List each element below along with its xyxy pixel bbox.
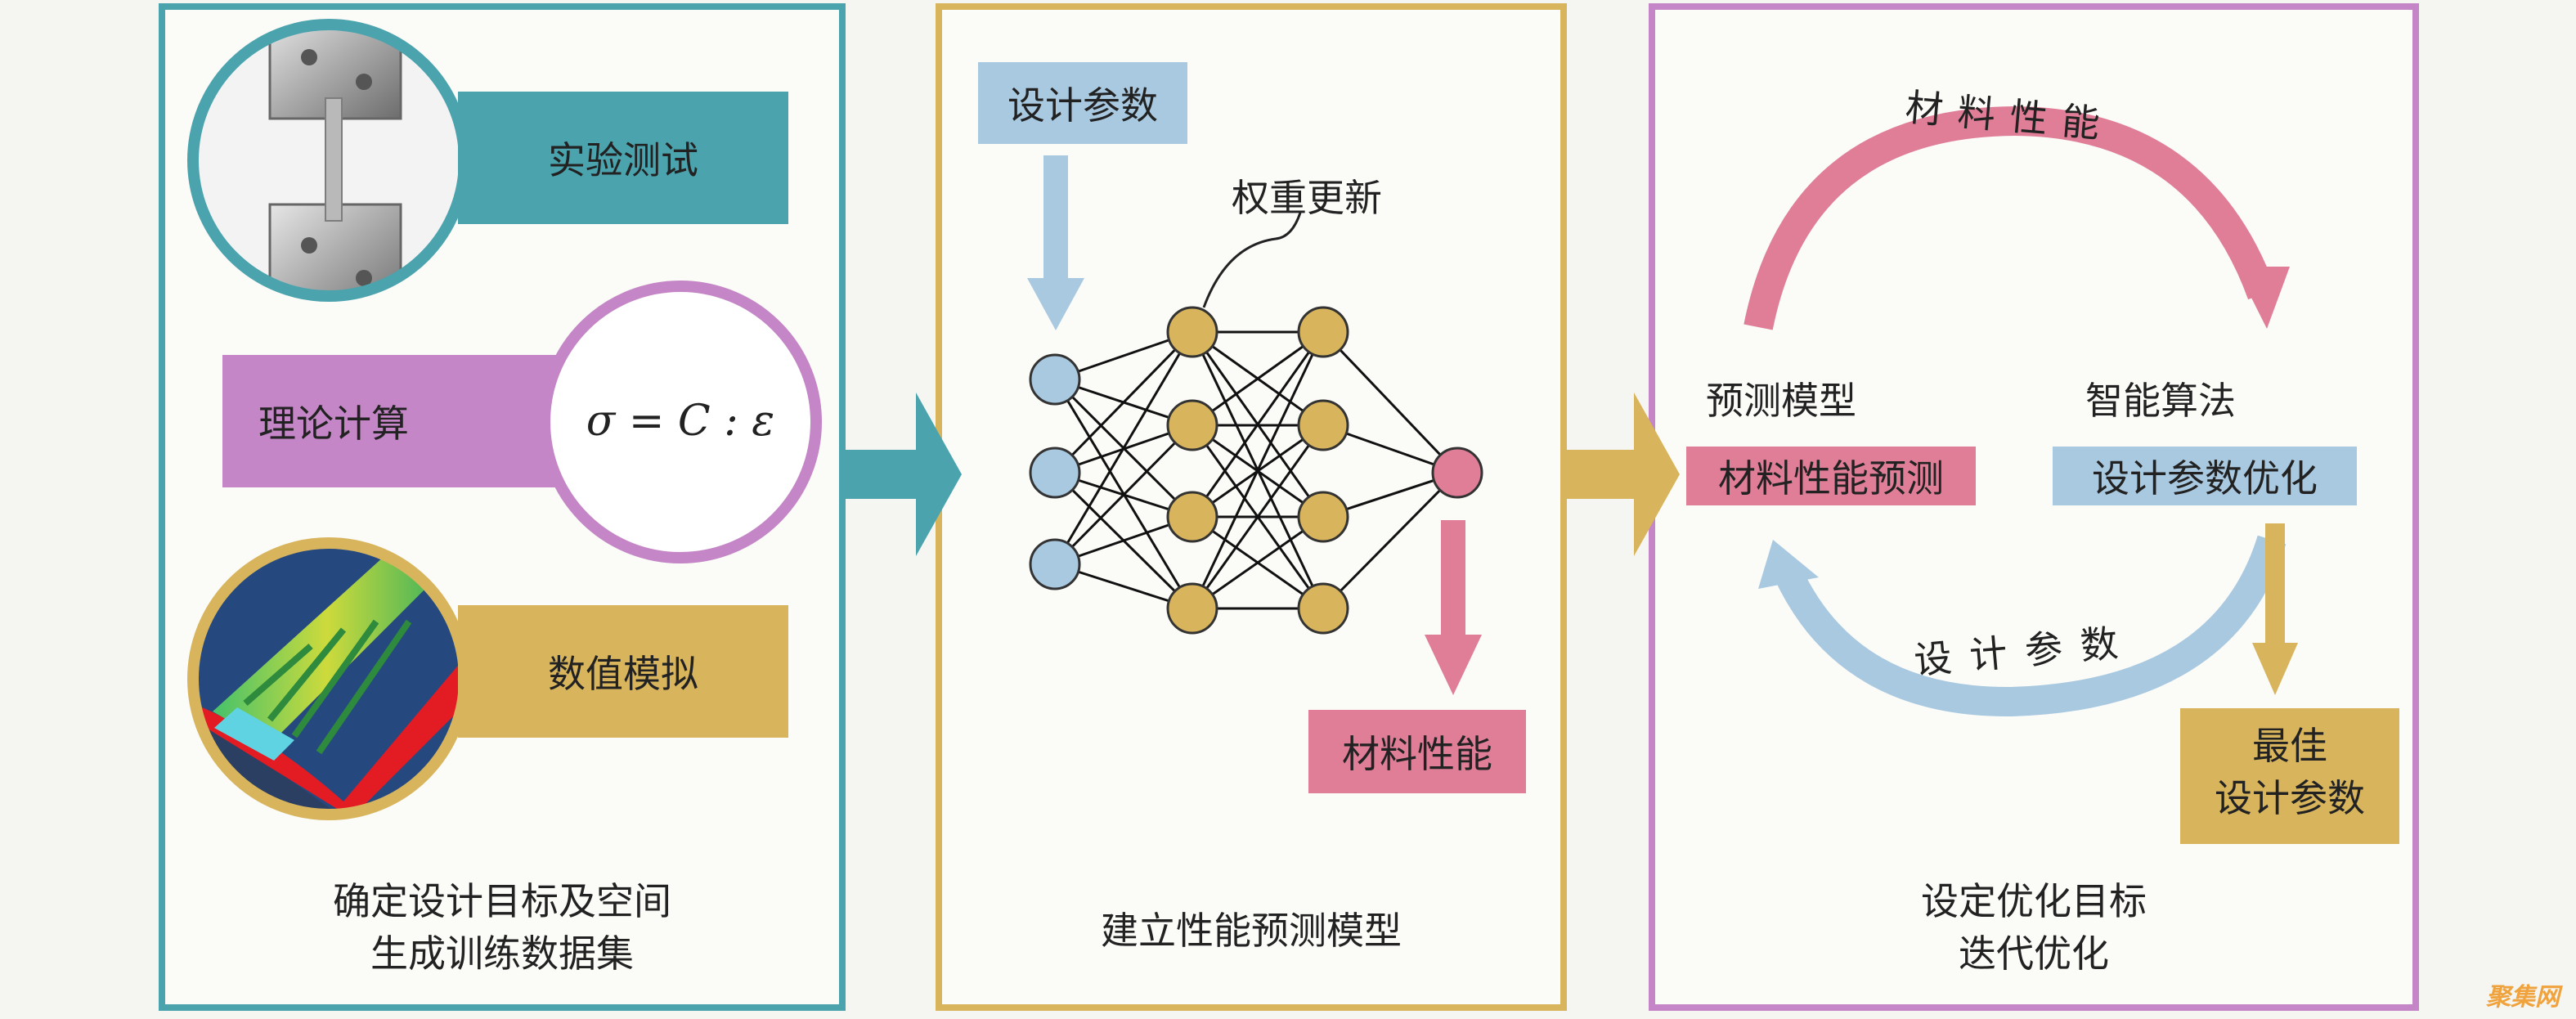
nn-connection [1322,471,1459,610]
panel1-caption: 确定设计目标及空间 生成训练数据集 [165,875,839,980]
watermark-logo: 聚集网 [2486,983,2560,1012]
weight-update-label: 权重更新 [1232,176,1382,220]
output-property-box: 材料性能 [1308,710,1526,793]
experiment-tag-bg [458,92,788,224]
weight-leader-line [1202,212,1302,308]
theory-tag-bg [222,355,559,487]
nn-hidden-node [1166,582,1218,635]
simulation-label: 数值模拟 [548,652,698,696]
tensile-test-photo [187,19,470,302]
experiment-label: 实验测试 [548,138,698,182]
nn-hidden-node [1297,491,1349,543]
panel2-caption: 建立性能预测模型 [1101,909,1402,953]
simulation-tag-bg [458,605,788,738]
nn-connection [1053,424,1194,566]
top-cycle-arrowhead [2236,267,2290,329]
predict-box: 材料性能预测 [1718,456,1944,501]
simulation-image [187,537,470,820]
nn-connection [1053,330,1194,474]
nn-connection [1192,515,1324,610]
optimize-box-bg [2053,447,2357,505]
nn-connection [1053,331,1194,565]
nn-hidden-node [1166,399,1218,451]
nn-connection [1322,330,1459,474]
arrow-panel2-to-panel3 [1567,393,1680,556]
stress-strain-formula: σ = C : ε [586,397,775,446]
neural-network [1029,306,1483,635]
panel1-caption-line1: 确定设计目标及空间 [333,879,671,923]
panel3-caption: 设定优化目标 迭代优化 [1655,875,2412,980]
best-param-arrow [2252,523,2298,695]
best-line1: 最佳 [2252,724,2327,768]
nn-connection [1191,331,1325,518]
nn-hidden-node [1166,491,1218,543]
theory-label: 理论计算 [258,402,409,446]
nn-connection [1191,331,1325,609]
predict-box-bg [1686,447,1976,505]
top-cycle-arc [1744,105,2276,330]
nn-input-node [1029,538,1081,590]
bottom-cycle-arc [1774,535,2287,717]
nn-hidden-node [1297,399,1349,451]
input-param-box: 设计参数 [978,62,1187,144]
panel3-caption-line1: 设定优化目标 [1921,879,2147,923]
output-arrow [1425,520,1482,695]
nn-input-node [1029,353,1081,406]
nn-output-node [1431,447,1483,499]
bottom-cycle-arrowhead [1758,540,1819,589]
arrow-panel1-to-panel2 [846,393,962,556]
nn-connection [1191,424,1325,609]
panel3-caption-line2: 迭代优化 [1959,931,2109,976]
optimize-box: 设计参数优化 [2092,456,2318,501]
predict-model-header: 预测模型 [1706,379,1856,423]
nn-hidden-node [1297,582,1349,635]
smart-algorithm-header: 智能算法 [2085,379,2236,423]
best-line2: 设计参数 [2215,776,2365,820]
formula-circle [539,281,822,563]
nn-hidden-node [1297,306,1349,358]
input-arrow [1027,155,1084,330]
nn-input-node [1029,447,1081,499]
best-param-box: 最佳 设计参数 [2180,720,2399,824]
panel1-caption-line2: 生成训练数据集 [370,931,634,976]
nn-hidden-node [1166,306,1218,358]
best-box-bg [2180,708,2399,844]
nn-connection [1192,330,1324,427]
